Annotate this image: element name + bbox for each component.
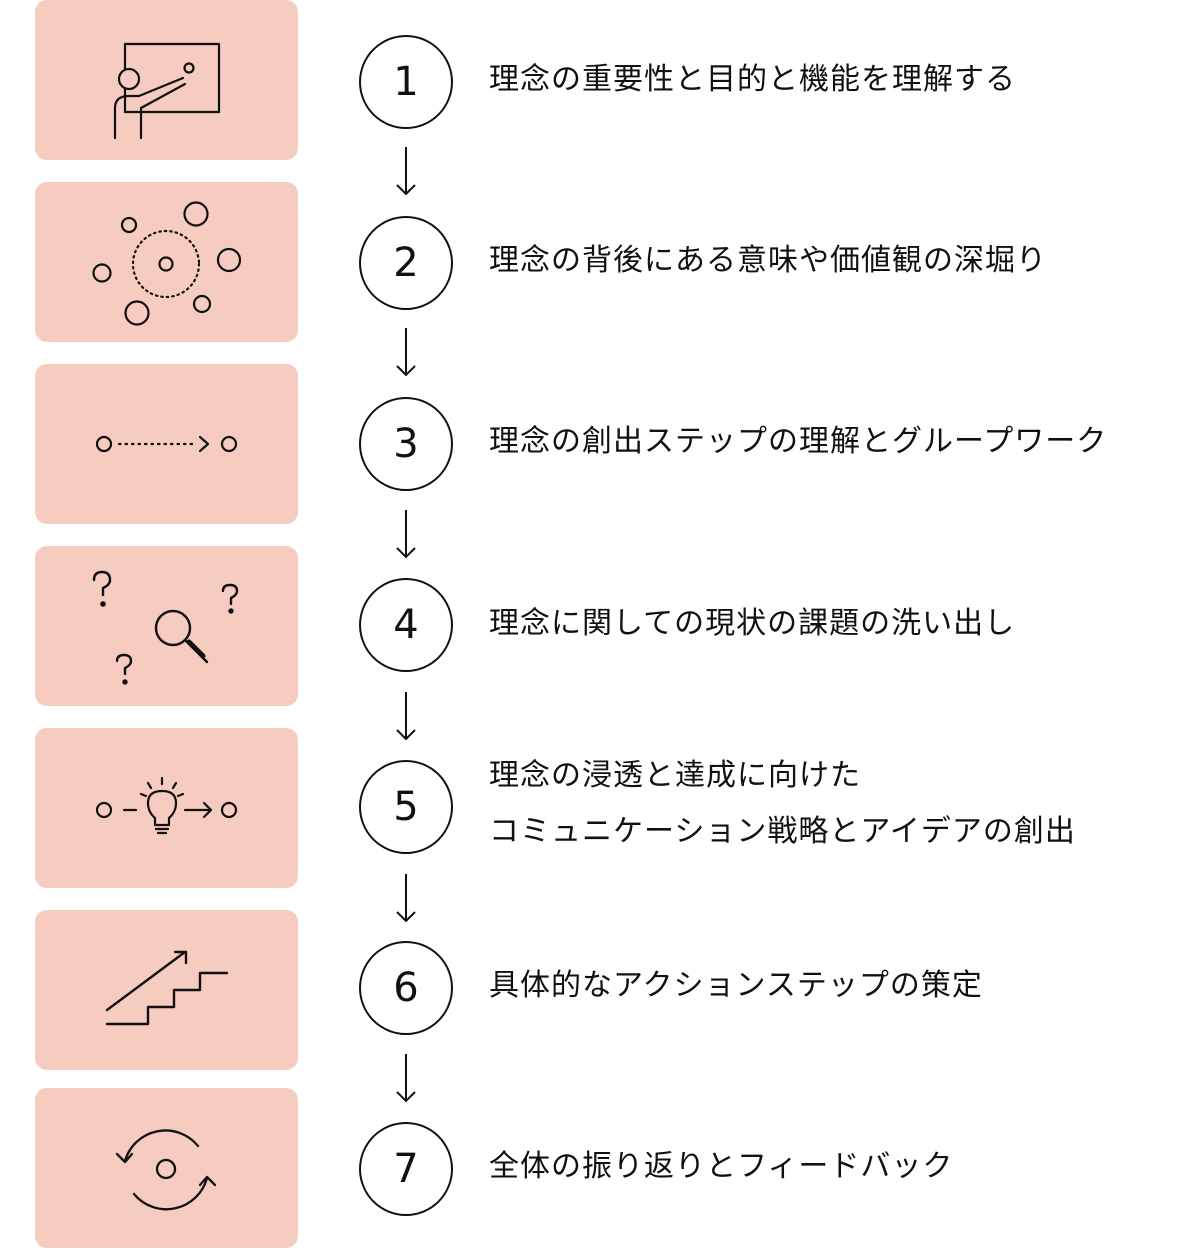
step-6-card bbox=[35, 910, 298, 1070]
stairs-up-icon bbox=[105, 950, 229, 1026]
step-2-number: 2 bbox=[359, 216, 453, 310]
cycle-arrows-icon bbox=[115, 1129, 217, 1211]
step-1-number: 1 bbox=[359, 35, 453, 129]
step-3-number: 3 bbox=[359, 397, 453, 491]
lightbulb-flow-icon bbox=[95, 776, 238, 835]
step-5-number: 5 bbox=[359, 760, 453, 854]
step-4-number: 4 bbox=[359, 578, 453, 672]
step-3-card bbox=[35, 364, 298, 524]
down-arrow-icon bbox=[396, 692, 416, 741]
step-5-label-line1: 理念の浸透と達成に向けた bbox=[489, 758, 861, 793]
step-2-card bbox=[35, 182, 298, 342]
step-4-label: 理念に関しての現状の課題の洗い出し bbox=[489, 606, 1016, 641]
step-4-card bbox=[35, 546, 298, 706]
step-3-label: 理念の創出ステップの理解とグループワーク bbox=[489, 424, 1108, 459]
step-6-label: 具体的なアクションステップの策定 bbox=[489, 968, 983, 1003]
step-5-label-line2: コミュニケーション戦略とアイデアの創出 bbox=[489, 814, 1076, 849]
step-7-card bbox=[35, 1088, 298, 1248]
step-2-label: 理念の背後にある意味や価値観の深堀り bbox=[489, 243, 1047, 278]
presenter-board-icon bbox=[113, 42, 221, 140]
step-7-number: 7 bbox=[359, 1122, 453, 1216]
step-1-card bbox=[35, 0, 298, 160]
step-6-number: 6 bbox=[359, 941, 453, 1035]
step-5-card bbox=[35, 728, 298, 888]
dotted-path-icon bbox=[95, 435, 238, 453]
magnifier-questions-icon bbox=[92, 570, 239, 685]
down-arrow-icon bbox=[396, 510, 416, 559]
circles-dotted-ring-icon bbox=[92, 201, 242, 326]
down-arrow-icon bbox=[396, 874, 416, 923]
down-arrow-icon bbox=[396, 328, 416, 377]
step-7-label: 全体の振り返りとフィードバック bbox=[489, 1149, 954, 1184]
down-arrow-icon bbox=[396, 147, 416, 196]
down-arrow-icon bbox=[396, 1054, 416, 1103]
step-1-label: 理念の重要性と目的と機能を理解する bbox=[489, 62, 1016, 97]
